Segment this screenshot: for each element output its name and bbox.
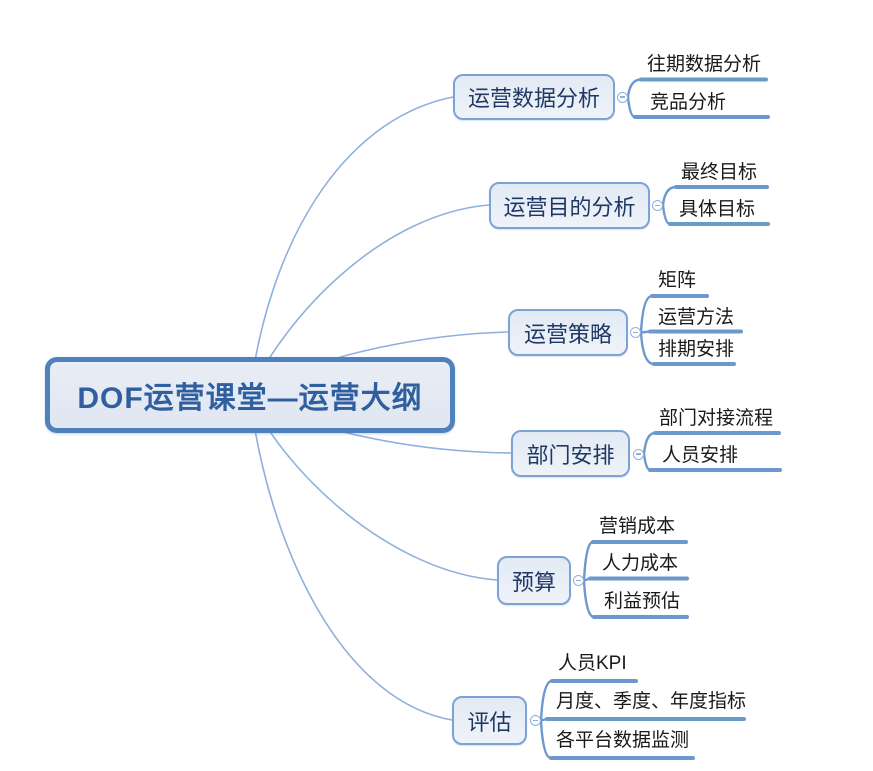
collapse-handle-branch-3[interactable] <box>632 448 644 460</box>
collapse-handle-branch-1[interactable] <box>651 200 663 211</box>
child-topic-past-data-analysis[interactable]: 往期数据分析 <box>647 54 762 75</box>
minus-icon <box>575 579 581 582</box>
branch-topic-department-arrangement[interactable]: 部门安排 <box>511 430 630 477</box>
branch-topic-budget[interactable]: 预算 <box>497 556 571 605</box>
curve-child-5-0 <box>539 679 554 722</box>
minus-icon <box>619 96 625 98</box>
root-topic[interactable]: DOF运营课堂—运营大纲 <box>45 357 455 433</box>
child-topic-monthly-quarterly-yearly-indicators[interactable]: 月度、季度、年度指标 <box>556 691 747 712</box>
curve-child-3-1 <box>642 452 652 472</box>
child-topic-department-connection-process[interactable]: 部门对接流程 <box>659 408 774 429</box>
branch-topic-operation-strategy[interactable]: 运营策略 <box>508 309 628 356</box>
curve-child-0-1 <box>626 95 637 119</box>
child-topic-personnel-arrangement[interactable]: 人员安排 <box>662 445 739 466</box>
branch-topic-evaluation[interactable]: 评估 <box>452 696 527 745</box>
curve-child-3-0 <box>642 431 657 456</box>
child-topic-specific-goal[interactable]: 具体目标 <box>679 199 756 220</box>
child-topic-final-goal[interactable]: 最终目标 <box>681 162 758 183</box>
minus-icon <box>654 204 660 207</box>
collapse-handle-branch-5[interactable] <box>529 715 541 726</box>
child-topic-labor-cost[interactable]: 人力成本 <box>602 553 679 574</box>
curve-child-0-0 <box>626 78 643 99</box>
child-topic-operation-method[interactable]: 运营方法 <box>658 307 735 328</box>
curve-child-2-0 <box>639 294 654 334</box>
child-underlines <box>545 77 782 760</box>
branch-topic-operation-data-analysis[interactable]: 运营数据分析 <box>453 74 615 120</box>
minus-icon <box>635 453 641 455</box>
child-topic-matrix[interactable]: 矩阵 <box>658 270 697 291</box>
child-topic-competitor-analysis[interactable]: 竞品分析 <box>650 92 727 113</box>
minus-icon <box>632 331 638 334</box>
curve-root-branch-0 <box>249 96 454 394</box>
child-topic-marketing-cost[interactable]: 营销成本 <box>599 516 676 537</box>
collapse-handle-branch-4[interactable] <box>572 575 584 586</box>
child-topic-schedule-arrangement[interactable]: 排期安排 <box>658 339 735 360</box>
minus-icon <box>532 719 538 722</box>
curve-root-branch-5 <box>249 396 453 721</box>
branch-topic-operation-purpose-analysis[interactable]: 运营目的分析 <box>489 182 650 229</box>
curve-child-2-2 <box>639 331 656 366</box>
curve-child-1-1 <box>661 203 672 226</box>
collapse-handle-branch-2[interactable] <box>629 327 641 338</box>
collapse-handle-branch-0[interactable] <box>616 91 628 103</box>
curve-child-4-0 <box>582 540 595 582</box>
child-topic-platform-data-monitoring[interactable]: 各平台数据监测 <box>556 730 690 751</box>
curve-child-1-0 <box>661 185 678 207</box>
child-topic-personnel-kpi[interactable]: 人员KPI <box>558 653 627 674</box>
child-topic-profit-estimate[interactable]: 利益预估 <box>604 591 681 612</box>
curve-child-4-2 <box>582 579 596 619</box>
curve-child-5-2 <box>539 719 553 760</box>
